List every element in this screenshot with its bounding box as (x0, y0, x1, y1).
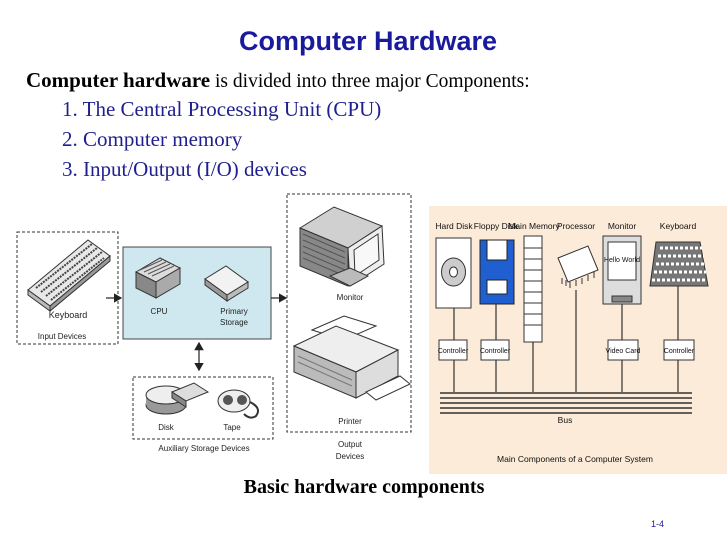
monitor-label: Monitor (337, 293, 364, 302)
slide-title: Computer Hardware (238, 26, 498, 56)
controller-label-2: Controller (480, 348, 511, 355)
output-devices-box (286, 193, 412, 433)
monitor-label-right: Monitor (608, 221, 637, 231)
cpu-label: CPU (151, 307, 168, 316)
controller-box-1 (438, 339, 468, 361)
monitor-icon (298, 206, 385, 287)
processor-label: Processor (557, 221, 595, 231)
intro-rest: is divided into three major Components: (210, 71, 530, 92)
video-card-label: Video Card (606, 348, 641, 355)
primary-storage-label-2: Storage (220, 318, 249, 327)
primary-storage-icon (204, 265, 249, 302)
controller-label-1: Controller (438, 348, 469, 355)
intro-bold-term: Computer hardware (26, 68, 211, 92)
bus-label: Bus (558, 415, 573, 425)
bus-lines (440, 392, 692, 414)
processor-icon (557, 245, 599, 288)
keyboard-label: Keyboard (49, 310, 88, 320)
video-card-box (607, 339, 639, 361)
aux-storage-label: Auxiliary Storage Devices (158, 444, 249, 453)
main-components-caption: Main Components of a Computer System (497, 454, 653, 464)
figure-caption: Basic hardware components (243, 476, 485, 498)
main-memory-icon (523, 235, 543, 343)
disk-icon (145, 382, 210, 415)
floppy-disk-icon (479, 239, 515, 305)
keyboard-label-right: Keyboard (660, 221, 697, 231)
hard-disk-label: Hard Disk (435, 221, 473, 231)
controller-box-3 (663, 339, 695, 361)
floppy-disk-label: Floppy Disk (474, 221, 519, 231)
hello-world-text: Hello World (604, 257, 640, 264)
output-devices-label-1: Output (338, 440, 363, 449)
aux-storage-box (132, 376, 274, 440)
monitor-icon-right (602, 235, 642, 305)
cpu-icon (134, 257, 182, 299)
list-item-cpu: 1. The Central Processing Unit (CPU) (62, 97, 382, 121)
hard-disk-icon (435, 237, 472, 309)
primary-storage-label-1: Primary (220, 307, 248, 316)
list-item-memory: 2. Computer memory (62, 127, 243, 151)
controller-box-2 (480, 339, 510, 361)
printer-icon (292, 315, 411, 401)
list-item-io: 3. Input/Output (I/O) devices (62, 157, 307, 181)
main-memory-label: Main Memory (508, 221, 560, 231)
input-devices-box (16, 231, 119, 345)
output-devices-label-2: Devices (336, 452, 364, 461)
page-number: 1-4 (651, 519, 665, 529)
keyboard-icon (27, 239, 111, 313)
intro-sentence: Computer hardware is divided into three … (26, 68, 530, 93)
keyboard-icon-right (649, 241, 709, 287)
disk-label: Disk (158, 423, 175, 432)
input-devices-label: Input Devices (38, 332, 86, 341)
tape-icon (217, 389, 259, 419)
printer-label: Printer (338, 417, 362, 426)
controller-label-3: Controller (664, 348, 695, 355)
tape-label: Tape (223, 423, 241, 432)
